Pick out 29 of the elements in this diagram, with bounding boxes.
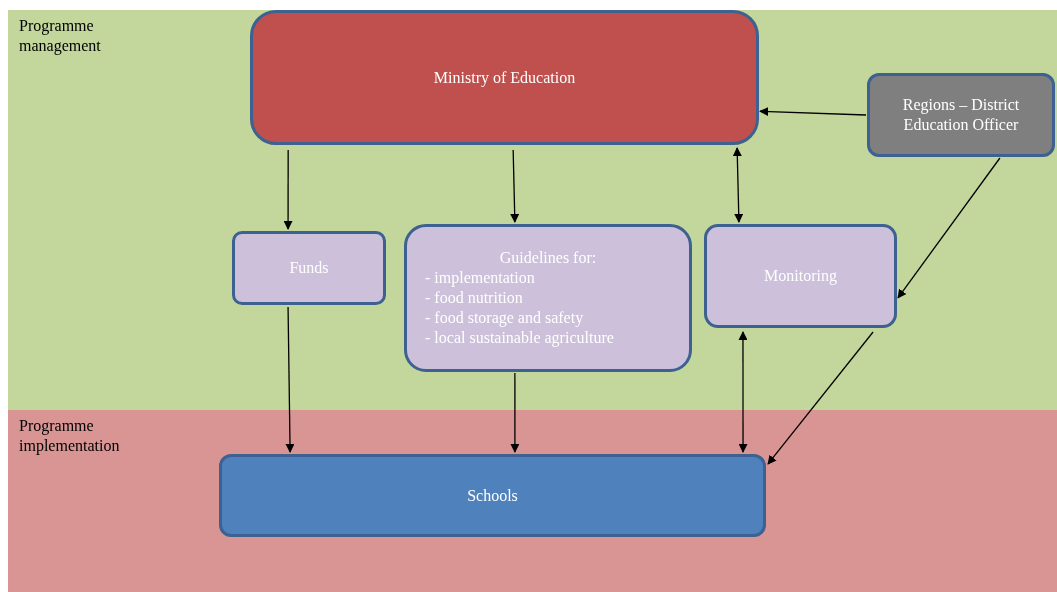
swimlane-band [8, 410, 1057, 592]
list-item: - local sustainable agriculture [425, 328, 614, 348]
process-box [404, 224, 692, 372]
box-label: Regions – District Education Officer [901, 95, 1021, 135]
lane-label: Programme implementation [19, 416, 121, 456]
process-box [867, 73, 1055, 157]
arrow [283, 149, 293, 230]
list-item: - food storage and safety [425, 308, 584, 328]
process-box [219, 454, 766, 537]
box-label: Monitoring [764, 266, 837, 286]
arrow [732, 147, 744, 223]
process-box [232, 231, 386, 305]
swimlane-band [8, 10, 1057, 410]
process-box [704, 224, 897, 328]
box-label: Funds [289, 258, 329, 278]
arrow [510, 149, 520, 223]
box-label: Ministry of Education [433, 67, 576, 88]
list-item: - implementation [425, 268, 535, 288]
box-label: Schools [467, 485, 518, 506]
arrow [738, 331, 748, 453]
arrow [767, 331, 874, 465]
list-item: - food nutrition [425, 288, 523, 308]
arrow [897, 157, 1001, 299]
box-heading: Guidelines for: [499, 248, 597, 268]
arrow [510, 372, 520, 453]
lane-label: Programme management [19, 16, 102, 56]
process-box [250, 10, 759, 145]
arrow [285, 306, 295, 453]
arrow [759, 107, 867, 117]
